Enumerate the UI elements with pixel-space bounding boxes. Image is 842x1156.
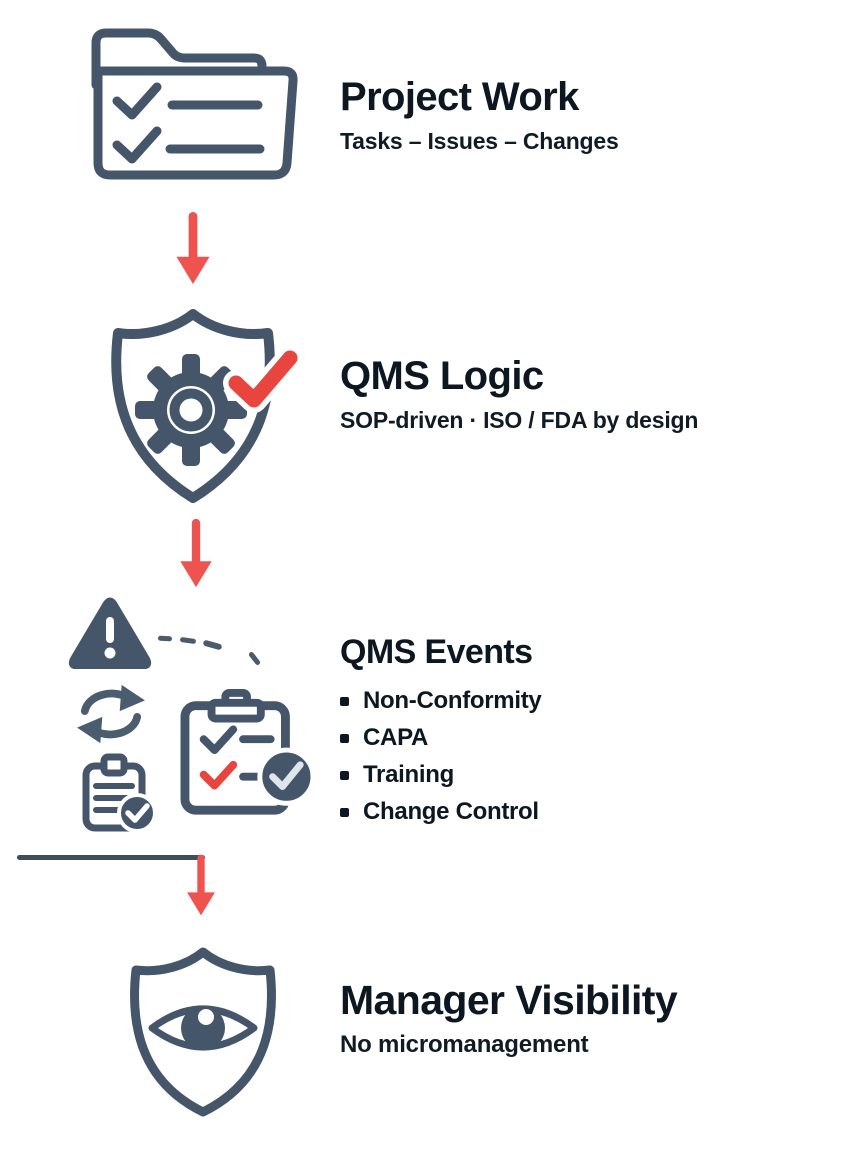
qms-events-list: Non-Conformity CAPA Training Change Cont…: [340, 683, 542, 831]
list-item: Change Control: [340, 794, 541, 831]
step-subtitle: Tasks – Issues – Changes: [340, 128, 619, 155]
list-item: Non-Conformity: [340, 683, 542, 720]
folder-checklist-icon: [88, 25, 303, 190]
list-item-label: Non-Conformity: [363, 687, 542, 715]
bullet-marker: [340, 770, 349, 780]
list-item-label: Change Control: [363, 798, 539, 826]
list-item: Training: [340, 757, 541, 794]
step-title: Project Work: [340, 75, 579, 119]
shield-eye-icon: [118, 946, 288, 1118]
step-title: QMS Logic: [340, 354, 544, 398]
clipboard-check-badge-icon: [78, 750, 162, 836]
bullet-marker: [340, 696, 349, 706]
step-subtitle: SOP-driven · ISO / FDA by design: [340, 407, 699, 434]
step-manager-visibility: Manager Visibility No micromanagement: [340, 977, 678, 1059]
clipboard-checklist-badge-icon: [178, 688, 318, 820]
flow-arrow-down-icon: [178, 517, 214, 589]
dashed-path-segment: [179, 636, 197, 645]
list-item-label: Training: [363, 761, 454, 789]
flow-arrow-down-icon: [174, 210, 212, 286]
step-qms-events: QMS Events Non-Conformity CAPA Training …: [340, 633, 542, 831]
step-project-work: Project Work Tasks – Issues – Changes: [340, 75, 619, 155]
section-divider: [17, 855, 205, 860]
bullet-marker: [340, 733, 349, 743]
dashed-path-segment: [157, 635, 173, 642]
step-subtitle: No micromanagement: [340, 1031, 589, 1059]
warning-triangle-icon: [68, 597, 152, 669]
dashed-path-segment: [247, 651, 262, 666]
bullet-marker: [340, 807, 349, 817]
list-item: CAPA: [340, 720, 541, 757]
step-qms-logic: QMS Logic SOP-driven · ISO / FDA by desi…: [340, 354, 699, 434]
step-title: Manager Visibility: [340, 977, 678, 1023]
dashed-path-segment: [202, 639, 223, 651]
flow-arrow-down-icon: [184, 853, 218, 917]
step-title: QMS Events: [340, 633, 533, 671]
list-item-label: CAPA: [363, 724, 429, 752]
sync-arrows-icon: [72, 682, 150, 746]
shield-gear-check-icon: [98, 306, 298, 506]
